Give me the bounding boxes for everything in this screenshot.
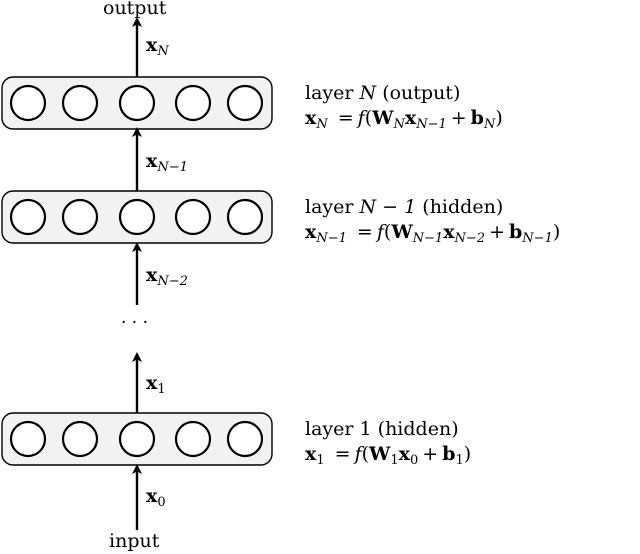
arrow-label-sub: 0 xyxy=(157,495,166,510)
eq-equals: = xyxy=(334,443,351,465)
layer-n-minus-1-title: layer N − 1 (hidden) xyxy=(305,196,503,218)
eq-plus: + xyxy=(450,107,467,129)
layer-title-prefix: layer xyxy=(305,196,354,218)
arrow-label-symbol: x xyxy=(146,485,158,507)
eq-W-sub: N−1 xyxy=(412,231,444,246)
output-label: output xyxy=(103,0,167,19)
neuron xyxy=(9,84,47,122)
eq-equals: = xyxy=(356,221,373,243)
eq-x2: x xyxy=(404,107,417,129)
eq-lhs-sub: N xyxy=(316,117,328,132)
eq-lparen: ( xyxy=(361,443,370,465)
layer-title-prefix: layer xyxy=(305,418,354,440)
layer-n-box xyxy=(1,76,273,130)
layer-title-suffix: (hidden) xyxy=(422,196,504,218)
arrow-label-x1: x1 xyxy=(146,372,166,397)
eq-b: b xyxy=(509,221,523,243)
neuron xyxy=(226,420,264,458)
eq-f: f xyxy=(357,107,365,129)
eq-f: f xyxy=(376,221,384,243)
neuron xyxy=(61,198,99,236)
eq-lparen: ( xyxy=(383,221,392,243)
eq-f: f xyxy=(354,443,362,465)
layer-title-suffix: (hidden) xyxy=(377,418,459,440)
eq-b-sub: 1 xyxy=(455,453,464,468)
arrow-label-sub: 1 xyxy=(157,382,166,397)
layer-title-var: N xyxy=(359,82,377,104)
ellipsis: · · · xyxy=(121,313,149,333)
eq-x2: x xyxy=(443,221,455,243)
arrow-label-xN: xN xyxy=(146,34,169,59)
eq-x2: x xyxy=(398,443,410,465)
eq-W: W xyxy=(372,107,394,129)
eq-W-sub: N xyxy=(393,117,405,132)
arrow-label-symbol: x xyxy=(146,372,158,394)
neuron xyxy=(174,420,212,458)
eq-rparen: ) xyxy=(552,221,561,243)
layer-title-var: N − 1 xyxy=(359,196,417,218)
eq-x-sub: N−2 xyxy=(454,231,486,246)
eq-plus: + xyxy=(489,221,505,243)
layer-n-equation: xN =f(WNxN−1+bN) xyxy=(305,107,503,132)
neuron xyxy=(118,198,156,236)
layer-n-minus-1-equation: xN−1 =f(WN−1xN−2+bN−1) xyxy=(305,221,561,246)
neuron xyxy=(226,84,264,122)
eq-b: b xyxy=(442,443,456,465)
neuron xyxy=(9,198,47,236)
layer-title-prefix: layer xyxy=(305,82,354,104)
neuron xyxy=(61,84,99,122)
eq-x: x xyxy=(305,221,317,243)
eq-lhs-sub: N−1 xyxy=(316,231,347,246)
arrow-label-xN-1: xN−1 xyxy=(146,150,188,175)
arrow-label-xN-2: xN−2 xyxy=(146,264,188,289)
eq-W: W xyxy=(369,443,391,465)
eq-x-sub: 0 xyxy=(410,453,419,468)
eq-b-sub: N−1 xyxy=(522,231,553,246)
neuron xyxy=(174,84,212,122)
arrow-label-symbol: x xyxy=(146,34,158,56)
layer-1-title: layer 1 (hidden) xyxy=(305,418,459,440)
arrow-label-symbol: x xyxy=(146,150,158,172)
neuron xyxy=(118,84,156,122)
eq-rparen: ) xyxy=(463,443,472,465)
neuron xyxy=(61,420,99,458)
layer-title-var: 1 xyxy=(359,418,372,440)
eq-lhs-sub: 1 xyxy=(316,453,325,468)
arrow-label-sub: N xyxy=(157,44,169,59)
eq-x-sub: N−1 xyxy=(416,117,447,132)
eq-rparen: ) xyxy=(495,107,503,129)
neuron xyxy=(118,420,156,458)
eq-equals: = xyxy=(337,107,354,129)
eq-plus: + xyxy=(422,443,439,465)
eq-x: x xyxy=(305,107,317,129)
eq-b-sub: N xyxy=(483,117,496,132)
arrow-label-x0: x0 xyxy=(146,485,166,510)
eq-x: x xyxy=(305,443,317,465)
neuron xyxy=(174,198,212,236)
input-label: input xyxy=(109,530,160,552)
eq-lparen: ( xyxy=(364,107,373,129)
layer-n-title: layer N (output) xyxy=(305,82,460,104)
eq-b: b xyxy=(470,107,484,129)
arrow-label-sub: N−1 xyxy=(157,160,188,175)
arrow-label-symbol: x xyxy=(146,264,158,286)
neuron xyxy=(9,420,47,458)
layer-title-suffix: (output) xyxy=(382,82,461,104)
layer-n-minus-1-box xyxy=(1,190,273,244)
eq-W: W xyxy=(391,221,413,243)
layer-1-equation: x1 =f(W1x0+b1) xyxy=(305,443,472,468)
neuron xyxy=(226,198,264,236)
layer-1-box xyxy=(1,412,273,466)
eq-W-sub: 1 xyxy=(390,453,399,468)
arrow-label-sub: N−2 xyxy=(157,274,188,289)
